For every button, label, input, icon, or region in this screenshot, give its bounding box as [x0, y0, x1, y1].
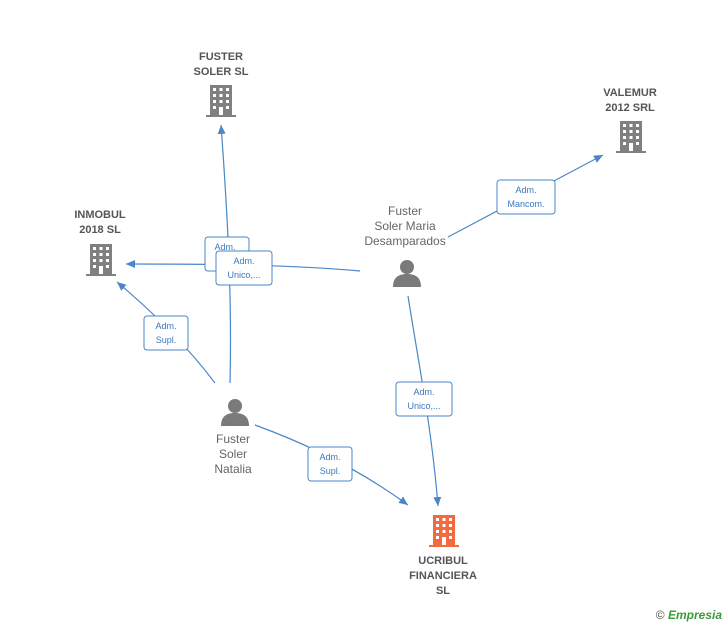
- node-label-line: VALEMUR: [603, 87, 657, 99]
- node-label-line: FINANCIERA: [409, 570, 477, 582]
- node-fuster-soler-natalia[interactable]: Fuster Soler Natalia: [214, 399, 252, 476]
- node-label-line: SL: [436, 585, 450, 597]
- edge-label-natalia-inmobul[interactable]: Adm. Supl.: [143, 315, 189, 351]
- edge-label-line: Adm.: [214, 242, 235, 252]
- node-label-line: Natalia: [214, 462, 252, 476]
- node-ucribul[interactable]: UCRIBUL FINANCIERA SL: [409, 515, 477, 597]
- person-icon: [393, 260, 421, 287]
- node-label-line: Desamparados: [364, 234, 445, 248]
- node-label-line: Fuster: [216, 432, 250, 446]
- node-label-line: SOLER SL: [193, 66, 248, 78]
- building-icon: [616, 121, 646, 153]
- node-fuster-soler-maria-desamparados[interactable]: Fuster Soler Maria Desamparados: [364, 204, 446, 287]
- brand-logo: Empresia: [667, 608, 722, 622]
- edge-label-natalia-ucribul[interactable]: Adm. Supl.: [307, 446, 353, 482]
- copyright-symbol: ©: [655, 608, 665, 622]
- node-label-line: INMOBUL: [74, 209, 126, 221]
- edge-label-line: Mancom.: [507, 199, 544, 209]
- edge-label-line: Supl.: [320, 466, 341, 476]
- edge-label-line: Unico,...: [407, 401, 440, 411]
- node-valemur[interactable]: VALEMUR 2012 SRL: [603, 87, 657, 153]
- edge-label-maria-ucribul[interactable]: Adm. Unico,...: [395, 381, 453, 417]
- edge-label-maria-valemur[interactable]: Adm. Mancom.: [496, 179, 556, 215]
- node-label-line: 2012 SRL: [605, 102, 655, 114]
- edge-label-line: Adm.: [233, 256, 254, 266]
- edge-label-line: Adm.: [155, 321, 176, 331]
- node-label-line: UCRIBUL: [418, 555, 468, 567]
- edge-label-line: Adm.: [413, 387, 434, 397]
- edge-label-line: Adm.: [515, 185, 536, 195]
- building-icon-highlight: [429, 515, 459, 547]
- node-label-line: FUSTER: [199, 51, 243, 63]
- building-icon: [86, 244, 116, 276]
- node-fuster-soler-sl[interactable]: FUSTER SOLER SL: [193, 51, 249, 117]
- edge-label-line: Supl.: [156, 335, 177, 345]
- edge-label-line: Adm.: [319, 452, 340, 462]
- node-label-line: 2018 SL: [79, 224, 121, 236]
- watermark: © Empresia: [656, 608, 722, 622]
- edge-label-line: Unico,...: [227, 270, 260, 280]
- node-label-line: Fuster: [388, 204, 422, 218]
- edge-label-maria-inmobul[interactable]: Adm. Unico,...: [215, 250, 273, 286]
- person-icon: [221, 399, 249, 426]
- node-inmobul[interactable]: INMOBUL 2018 SL: [74, 209, 126, 276]
- building-icon: [206, 85, 236, 117]
- node-label-line: Soler: [219, 447, 247, 461]
- node-label-line: Soler Maria: [374, 219, 436, 233]
